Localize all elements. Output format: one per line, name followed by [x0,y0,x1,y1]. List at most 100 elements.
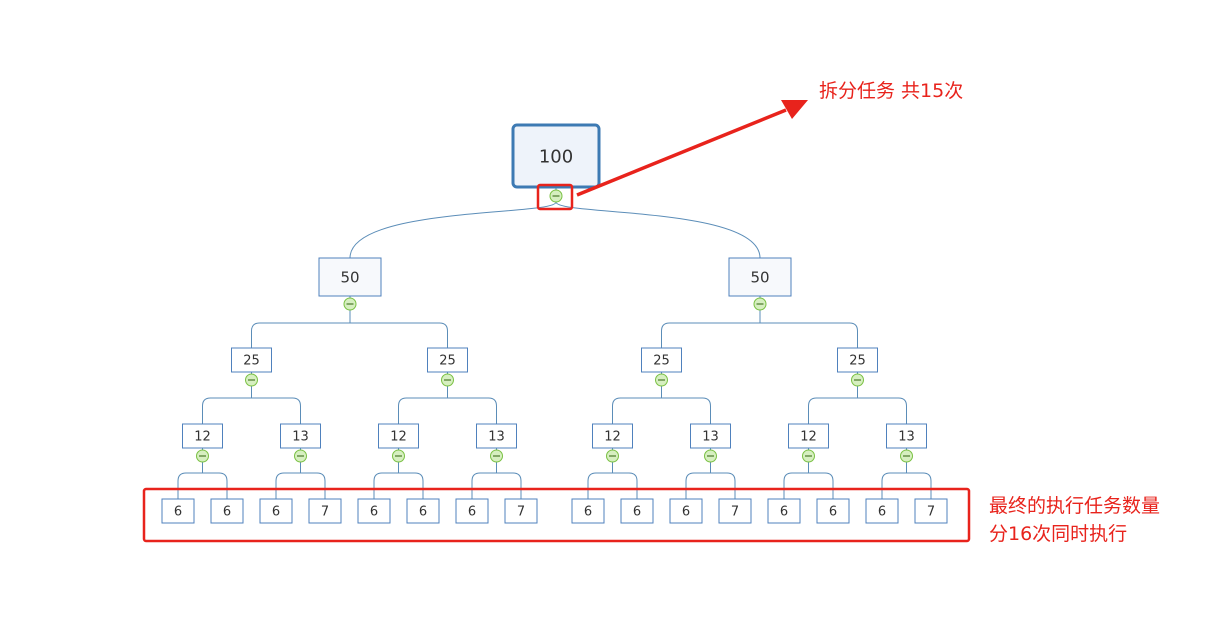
node-box [728,257,792,297]
annotation-split-tasks: 拆分任务 共15次 [819,80,964,102]
leaf-task-node[interactable]: 6 [357,498,391,524]
leaf-task-node[interactable]: 7 [504,498,538,524]
leaf-task-node[interactable]: 6 [259,498,293,524]
node-box [620,498,654,524]
node-box [592,423,633,449]
leaf-task-node[interactable]: 6 [406,498,440,524]
subtask-node[interactable]: 13 [280,423,321,449]
connector-bracket [783,472,834,499]
collapse-icon[interactable] [441,373,454,387]
root-collapse-highlight [536,183,574,211]
node-box [259,498,293,524]
collapse-icon[interactable] [294,449,307,463]
node-value: 13 [702,430,719,445]
node-value: 6 [878,505,886,520]
node-value: 25 [849,354,866,369]
subtask-node[interactable]: 13 [476,423,517,449]
node-value: 25 [653,354,670,369]
collapse-icon[interactable] [343,297,357,311]
leaf-task-node[interactable]: 6 [669,498,703,524]
annotation-final-tasks: 最终的执行任务数量 分16次同时执行 [989,495,1161,545]
node-value: 13 [292,430,309,445]
leaf-task-node[interactable]: 6 [161,498,195,524]
leaf-task-node[interactable]: 6 [571,498,605,524]
leaf-task-node[interactable]: 6 [620,498,654,524]
leaf-task-node[interactable]: 6 [455,498,489,524]
collapse-icon[interactable] [196,449,209,463]
subtask-node[interactable]: 12 [182,423,223,449]
connector-curve [555,201,761,259]
connector-bracket [373,472,424,499]
collapse-icon[interactable] [802,449,815,463]
collapse-icon[interactable] [704,449,717,463]
connector-lines [177,187,932,499]
node-box [571,498,605,524]
node-value: 6 [419,505,427,520]
node-box [504,498,538,524]
node-box [161,498,195,524]
collapse-icon[interactable] [753,297,767,311]
subtask-node[interactable]: 50 [318,257,382,297]
node-box [308,498,342,524]
connector-bracket [398,397,497,424]
collapse-icon[interactable] [900,449,913,463]
subtask-node[interactable]: 50 [728,257,792,297]
node-value: 50 [750,268,769,286]
node-box [455,498,489,524]
subtask-node[interactable]: 13 [886,423,927,449]
node-box [378,423,419,449]
subtask-node[interactable]: 12 [788,423,829,449]
connector-bracket [251,322,448,348]
leaf-task-node[interactable]: 7 [718,498,752,524]
node-value: 13 [488,430,505,445]
subtask-node[interactable]: 12 [592,423,633,449]
node-box [406,498,440,524]
collapse-icon[interactable] [606,449,619,463]
node-value: 6 [370,505,378,520]
node-box [816,498,850,524]
leaf-row-highlight [142,487,971,543]
node-value: 6 [780,505,788,520]
leaf-task-node[interactable]: 7 [308,498,342,524]
leaf-task-node[interactable]: 7 [914,498,948,524]
collapse-icon[interactable] [655,373,668,387]
leaf-task-node[interactable]: 6 [865,498,899,524]
node-value: 6 [633,505,641,520]
annotation-highlights [142,100,971,543]
node-box [914,498,948,524]
collapse-icon[interactable] [549,189,563,203]
collapse-icon[interactable] [490,449,503,463]
connector-bracket [612,397,711,424]
leaf-task-node[interactable]: 6 [816,498,850,524]
node-value: 6 [223,505,231,520]
collapse-icon[interactable] [851,373,864,387]
node-box [669,498,703,524]
node-value: 6 [174,505,182,520]
collapse-icon[interactable] [392,449,405,463]
leaf-task-node[interactable]: 6 [767,498,801,524]
node-box [511,123,601,189]
subtask-node[interactable]: 12 [378,423,419,449]
subtask-node[interactable]: 25 [837,347,878,373]
node-box [476,423,517,449]
node-box [865,498,899,524]
node-value: 6 [584,505,592,520]
leaf-task-node[interactable]: 6 [210,498,244,524]
subtask-node[interactable]: 13 [690,423,731,449]
node-value: 7 [927,505,935,520]
subtask-node[interactable]: 25 [427,347,468,373]
root-task-node[interactable]: 100 [511,123,601,189]
connector-bracket [661,322,858,348]
subtask-node[interactable]: 25 [231,347,272,373]
node-box [718,498,752,524]
node-box [690,423,731,449]
node-value: 12 [194,430,211,445]
node-value: 7 [517,505,525,520]
node-value: 7 [321,505,329,520]
node-value: 50 [340,268,359,286]
connector-bracket [275,472,326,499]
collapse-icon[interactable] [245,373,258,387]
subtask-node[interactable]: 25 [641,347,682,373]
node-box [318,257,382,297]
